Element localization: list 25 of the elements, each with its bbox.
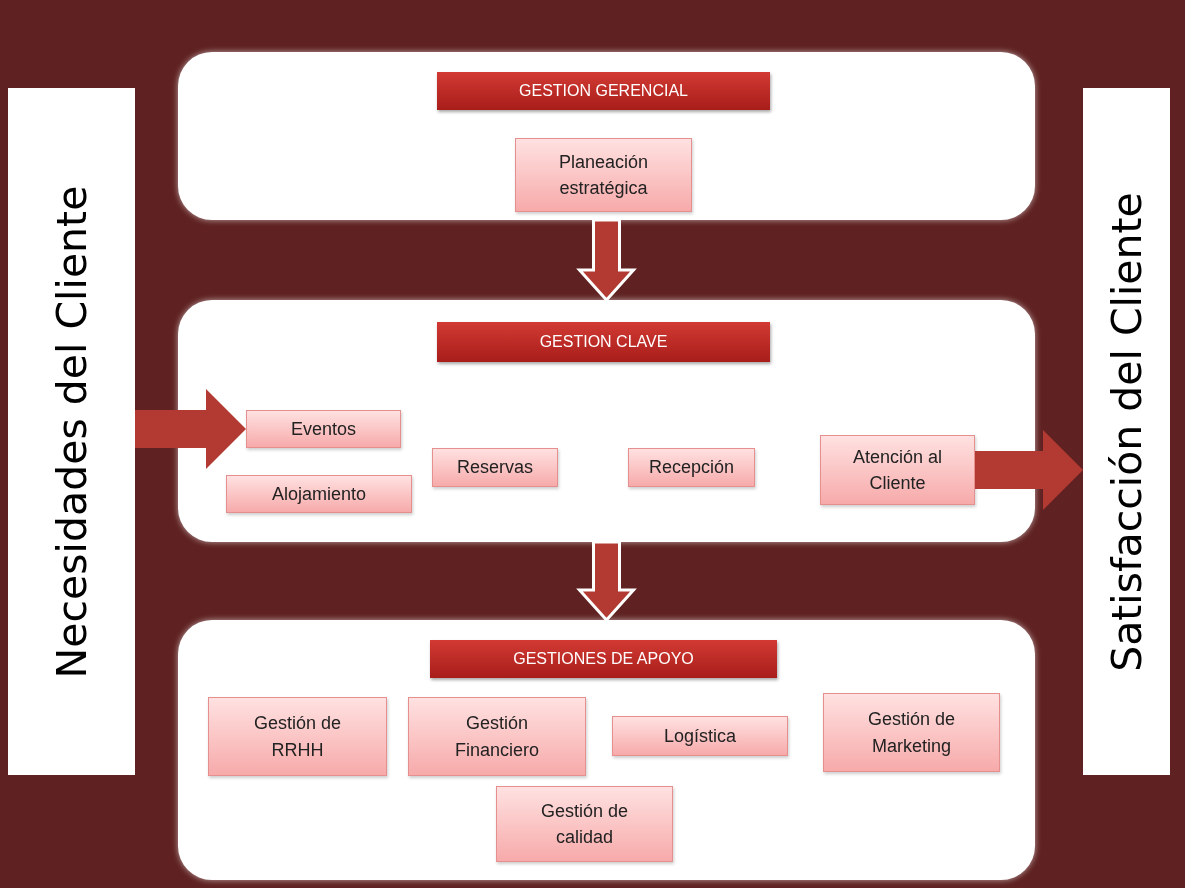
block-arrow	[975, 430, 1083, 510]
panel-card	[178, 52, 1035, 220]
process-box: Gestión de calidad	[496, 786, 673, 862]
header-bar: GESTIONES DE APOYO	[430, 640, 777, 678]
block-arrow	[576, 540, 637, 623]
process-box: Atención al Cliente	[820, 435, 975, 505]
header-bar: GESTION CLAVE	[437, 322, 770, 362]
process-box: Planeación estratégica	[515, 138, 692, 212]
panel-card	[178, 620, 1035, 880]
block-arrow	[135, 389, 246, 469]
process-box: Logística	[612, 716, 788, 756]
vertical-label: Necesidades del Cliente	[47, 185, 96, 678]
block-arrow	[576, 218, 637, 303]
process-box: Eventos	[246, 410, 401, 448]
process-box: Gestión de RRHH	[208, 697, 387, 776]
vertical-label: Satisfacción del Cliente	[1102, 191, 1151, 672]
header-bar: GESTION GERENCIAL	[437, 72, 770, 110]
column-box	[8, 88, 135, 775]
column-box	[1083, 88, 1170, 775]
process-box: Gestión Financiero	[408, 697, 586, 776]
panel-card	[178, 300, 1035, 542]
process-box: Recepción	[628, 448, 755, 487]
process-box: Alojamiento	[226, 475, 412, 513]
process-box: Gestión de Marketing	[823, 693, 1000, 772]
process-box: Reservas	[432, 448, 558, 487]
